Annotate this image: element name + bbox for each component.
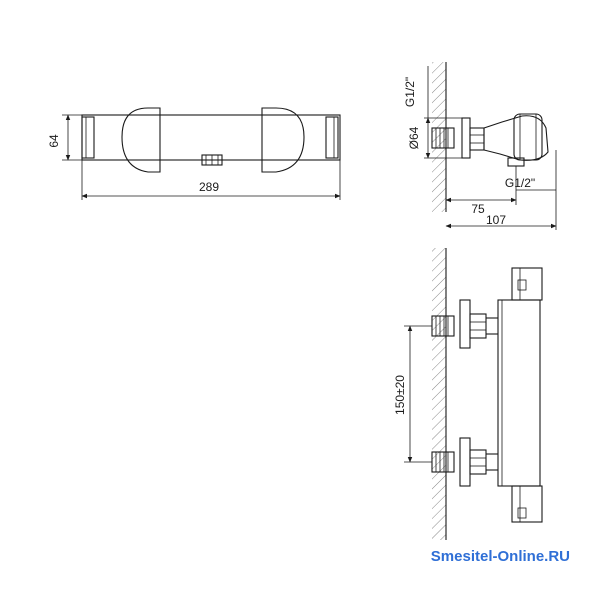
watermark: Smesitel-Online.RU [430,548,570,565]
front-height-label: 64 [47,134,61,148]
side-depth-outer-label: 107 [486,213,506,227]
side-view [424,62,557,230]
side-thread-bottom-label: G1/2" [505,176,535,190]
side-diameter-label: Ø64 [407,126,421,149]
side-thread-top-label: G1/2" [403,77,417,107]
front-view [62,107,341,200]
wall-spacing-label: 150±20 [393,375,407,415]
side-depth-inner-label: 75 [471,202,485,216]
front-width-label: 289 [199,180,219,194]
wall-view [404,248,543,540]
